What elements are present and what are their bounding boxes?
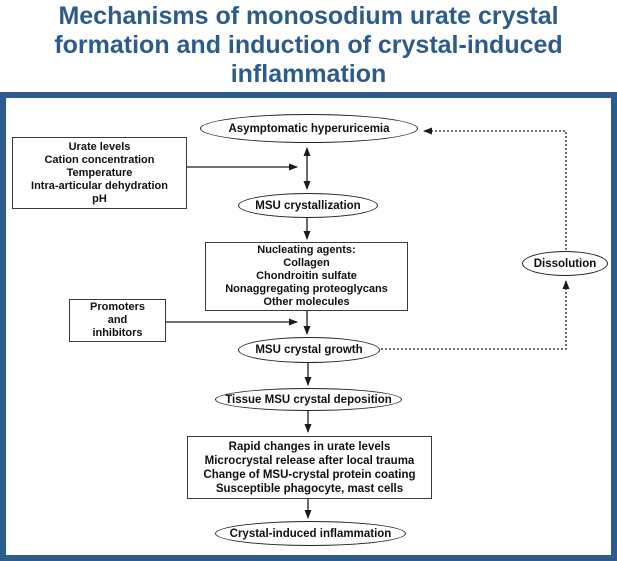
- figure-title: Mechanisms of monosodium urate crystal f…: [54, 2, 563, 88]
- node-asymptomatic-hyperuricemia: Asymptomatic hyperuricemia: [200, 114, 418, 143]
- node-nucleating-agents: Nucleating agents: Collagen Chondroitin …: [205, 242, 408, 311]
- dotted-arrow-dissolution-to-hyperuricemia: [423, 127, 567, 250]
- node-crystallization-factors: Urate levels Cation concentration Temper…: [12, 137, 187, 209]
- node-dissolution: Dissolution: [522, 251, 608, 276]
- node-crystal-induced-inflammation: Crystal-induced inflammation: [215, 521, 406, 546]
- node-msu-crystal-growth: MSU crystal growth: [238, 337, 380, 363]
- node-msu-crystallization: MSU crystallization: [238, 193, 378, 218]
- node-promoters-inhibitors: Promoters and inhibitors: [69, 299, 166, 342]
- node-tissue-msu-crystal-deposition: Tissue MSU crystal deposition: [215, 388, 402, 411]
- dotted-arrow-growth-to-dissolution: [381, 280, 570, 350]
- node-inflammation-triggers: Rapid changes in urate levels Microcryst…: [187, 436, 432, 499]
